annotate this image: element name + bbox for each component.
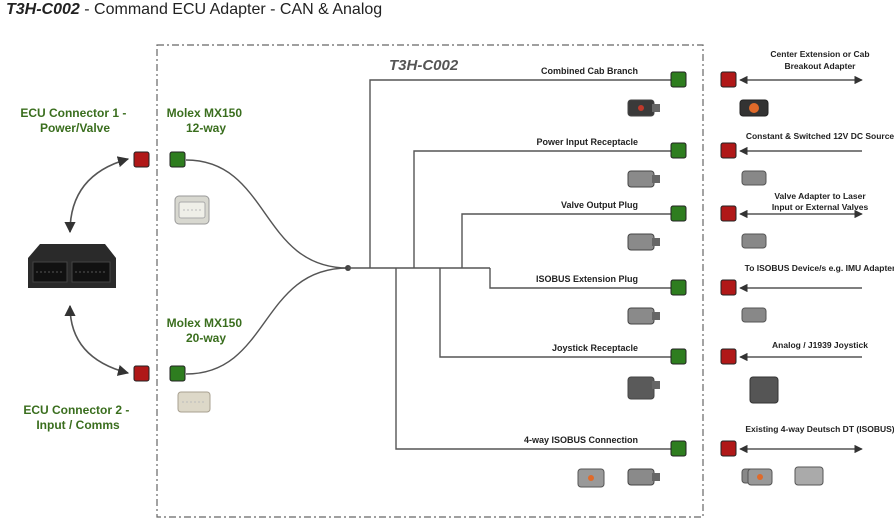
deutsch-connector-icon <box>627 233 767 251</box>
molex-20-label: Molex MX150 20-way <box>167 316 246 345</box>
branch-outlet-marker <box>670 440 687 457</box>
branch-label: ISOBUS Extension Plug <box>536 274 638 284</box>
branch-label: Power Input Receptacle <box>536 137 638 147</box>
deutsch-connector-icon <box>627 170 767 188</box>
branch-wire <box>369 79 672 268</box>
deutsch-connector-icon <box>627 99 769 117</box>
title-code: T3H-C002 <box>6 1 80 18</box>
branch-outlet-marker <box>670 205 687 222</box>
ecu-connector-1-marker <box>133 151 150 168</box>
external-marker <box>720 279 737 296</box>
branch-wire <box>439 268 672 358</box>
branch-label: Valve Output Plug <box>561 200 638 210</box>
molex-20-icon <box>177 391 211 413</box>
branch-wire <box>413 150 672 268</box>
molex-20-marker <box>169 365 186 382</box>
branch-6: 4-way ISOBUS Connection Existing 4-way De… <box>395 268 894 488</box>
deutsch-connector-icon <box>627 307 767 325</box>
molex-12-label: Molex MX150 12-way <box>167 106 246 135</box>
branch-wire <box>461 213 672 268</box>
molex-12-marker <box>169 151 186 168</box>
branch-wire <box>395 268 672 450</box>
branch-label: Joystick Receptacle <box>552 343 638 353</box>
ecu-module-icon <box>28 244 116 288</box>
external-label: Constant & Switched 12V DC Source <box>746 131 894 141</box>
branch-label: Combined Cab Branch <box>541 66 638 76</box>
wire-molex-20 <box>185 267 349 375</box>
branch-outlet-marker <box>670 348 687 365</box>
branch-label: 4-way ISOBUS Connection <box>524 435 638 445</box>
external-marker <box>720 348 737 365</box>
external-marker <box>720 440 737 457</box>
external-label: Analog / J1939 Joystick <box>772 340 868 350</box>
branch-5: Joystick Receptacle Analog / J1939 Joysti… <box>439 268 868 404</box>
branch-4: ISOBUS Extension Plug To ISOBUS Device/s … <box>489 263 894 325</box>
molex-12-icon <box>174 195 210 225</box>
external-label: To ISOBUS Device/s e.g. IMU Adapter <box>745 263 894 273</box>
ecu-link-arrow-1 <box>64 156 130 234</box>
title-text: - Command ECU Adapter - CAN & Analog <box>79 1 383 18</box>
external-label: Existing 4-way Deutsch DT (ISOBUS) <box>745 424 894 434</box>
external-marker <box>720 71 737 88</box>
external-marker <box>720 205 737 222</box>
ecu-link-arrow-2 <box>64 304 130 376</box>
deutsch-connector-icon <box>577 466 824 488</box>
branch-2: Power Input Receptacle Constant & Switche… <box>413 131 894 268</box>
branch-wire <box>489 268 672 289</box>
branch-outlet-marker <box>670 279 687 296</box>
branch-1: Combined Cab Branch Center Extension or C… <box>369 49 870 268</box>
branch-outlet-marker <box>670 71 687 88</box>
ecu-connector-2-marker <box>133 365 150 382</box>
harness-box <box>156 44 704 518</box>
ecu-connector-2-label: ECU Connector 2 - Input / Comms <box>23 403 132 432</box>
diagram-title: T3H-C002 - Command ECU Adapter - CAN & A… <box>6 1 382 19</box>
box-label: T3H-C002 <box>389 57 459 74</box>
deutsch-connector-icon <box>627 376 779 404</box>
external-marker <box>720 142 737 159</box>
branch-outlet-marker <box>670 142 687 159</box>
wire-molex-12 <box>185 159 349 269</box>
ecu-connector-1-label: ECU Connector 1 - Power/Valve <box>20 106 129 135</box>
